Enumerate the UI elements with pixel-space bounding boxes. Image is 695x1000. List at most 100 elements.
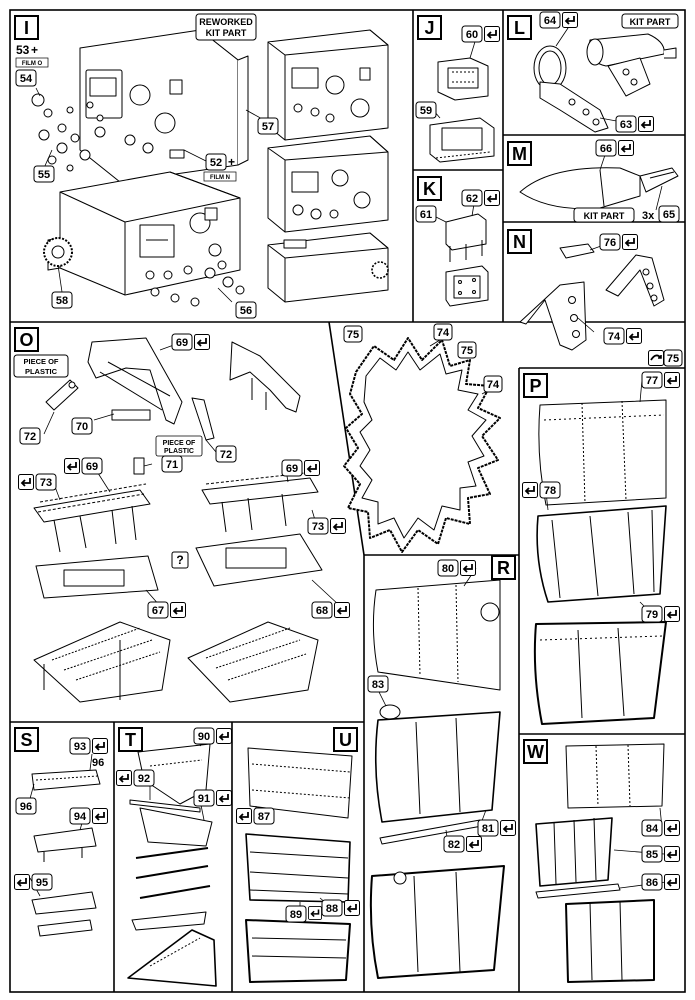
callout-52-number: 52: [210, 157, 222, 169]
callout-67-number: 67: [152, 605, 164, 617]
callout-71-number: 71: [166, 459, 178, 471]
loose-knobs-bottom: [150, 260, 245, 307]
callout-52: 52 + FILM N: [203, 153, 237, 182]
callout-83: 83: [367, 675, 389, 693]
r-frame-81: [374, 711, 501, 823]
callout-83-number: 83: [372, 679, 384, 691]
callout-61-number: 61: [420, 209, 432, 221]
callout-79-number: 79: [646, 609, 658, 621]
callout-81: 81: [477, 819, 516, 837]
loose-knobs-i: [31, 93, 104, 172]
bend-arrow-icon: [664, 820, 680, 836]
film-n-label: FILM N: [210, 175, 230, 181]
callout-63: 63: [615, 115, 654, 133]
section-n: N: [507, 229, 532, 254]
section-j-letter: J: [424, 18, 434, 38]
section-n-letter: N: [513, 232, 526, 252]
j-part-60: [437, 57, 489, 101]
bend-arrow-icon: [664, 874, 680, 890]
callout-74-b-number: 74: [487, 379, 500, 391]
w-frame-85: [535, 817, 613, 887]
bend-arrow-icon: [522, 482, 538, 498]
callout-58-number: 58: [56, 295, 68, 307]
bend-arrow-icon: [466, 836, 482, 852]
kit-part-label-l: KIT PART: [630, 17, 671, 27]
bend-arrow-icon: [64, 458, 80, 474]
n-plate-76: [559, 243, 595, 259]
callout-61: 61: [415, 205, 437, 223]
callout-57-number: 57: [262, 121, 274, 133]
m-bomb-body: [519, 167, 641, 210]
callout-53-number: 53: [16, 43, 30, 57]
section-l: L: [507, 15, 532, 40]
radio-right-2: [267, 135, 389, 233]
callout-53: 53 + FILM O: [15, 43, 49, 68]
callout-69-b-number: 69: [86, 461, 98, 473]
radio-right-3: [267, 232, 389, 303]
callout-62-number: 62: [466, 193, 478, 205]
callout-75-a-number: 75: [347, 329, 359, 341]
reworked-kit-part-label: KIT PART: [206, 28, 247, 38]
t-frame-lower: [127, 929, 217, 987]
callout-69-c: 69: [281, 459, 320, 477]
question-mark: ?: [176, 553, 183, 567]
callout-75-b-number: 75: [461, 345, 473, 357]
s-part-93: [31, 769, 101, 791]
bend-arrow-icon: [334, 602, 350, 618]
bend-arrow-icon: [618, 140, 634, 156]
j-part-59: [429, 117, 495, 163]
callout-74-number: 74: [608, 331, 621, 343]
callout-96-number: 96: [92, 757, 104, 769]
section-w: W: [523, 739, 548, 764]
callout-72-number: 72: [24, 431, 36, 443]
kit-part-label-m: KIT PART: [584, 211, 625, 221]
bend-arrow-icon: [622, 234, 638, 250]
r-panel-80: [372, 579, 501, 691]
bend-arrow-icon: [330, 518, 346, 534]
o-part-72-b: [191, 397, 215, 441]
w-strip-86: [535, 883, 621, 899]
bend-arrow-icon: [14, 874, 30, 890]
callout-66: 66: [595, 139, 634, 157]
callout-71: 71: [161, 455, 183, 473]
callout-85-number: 85: [646, 849, 658, 861]
callout-91-number: 91: [198, 793, 210, 805]
r-frame-lower: [369, 865, 505, 979]
p-frame-79: [533, 621, 667, 725]
callout-74-b: 74: [483, 375, 503, 393]
callout-74-a-number: 74: [437, 327, 450, 339]
bend-arrow-icon: [664, 606, 680, 622]
callout-67: 67: [147, 601, 186, 619]
callout-69-a: 69: [171, 333, 210, 351]
callout-60: 60: [461, 25, 500, 43]
callout-kit-part-l: KIT PART: [621, 13, 679, 29]
section-j: J: [417, 15, 442, 40]
callout-66-number: 66: [600, 143, 612, 155]
callout-86-number: 86: [646, 877, 658, 889]
callout-question: ?: [171, 551, 189, 569]
callout-73-b-number: 73: [312, 521, 324, 533]
callout-90: 90: [193, 727, 232, 745]
u-panel-87: [247, 747, 353, 819]
m-fin-65: [639, 167, 679, 193]
t-part-92-strips: [129, 799, 211, 931]
callout-96-b-number: 96: [20, 801, 32, 813]
section-i-letter: I: [24, 18, 29, 38]
callout-65-multiplier: 3x: [642, 210, 655, 222]
callouts: 53 + FILM O 54 55 REWORKED KIT PART 57 5…: [13, 11, 683, 923]
callout-54-number: 54: [20, 73, 33, 85]
callout-72-a: 72: [19, 427, 41, 445]
section-u: U: [333, 727, 358, 752]
bend-arrow-icon: [484, 26, 500, 42]
reworked-label: REWORKED: [199, 17, 253, 27]
k-part-61: [445, 213, 487, 262]
callout-52-plus: +: [228, 155, 235, 169]
u-frame-lower: [245, 919, 351, 983]
w-panel-84: [565, 743, 665, 809]
callout-87: 87: [236, 807, 275, 825]
callout-85: 85: [641, 845, 680, 863]
callout-89-number: 89: [290, 909, 302, 921]
callout-68: 68: [311, 601, 350, 619]
bend-arrow-icon: [664, 372, 680, 388]
callout-79: 79: [641, 605, 680, 623]
